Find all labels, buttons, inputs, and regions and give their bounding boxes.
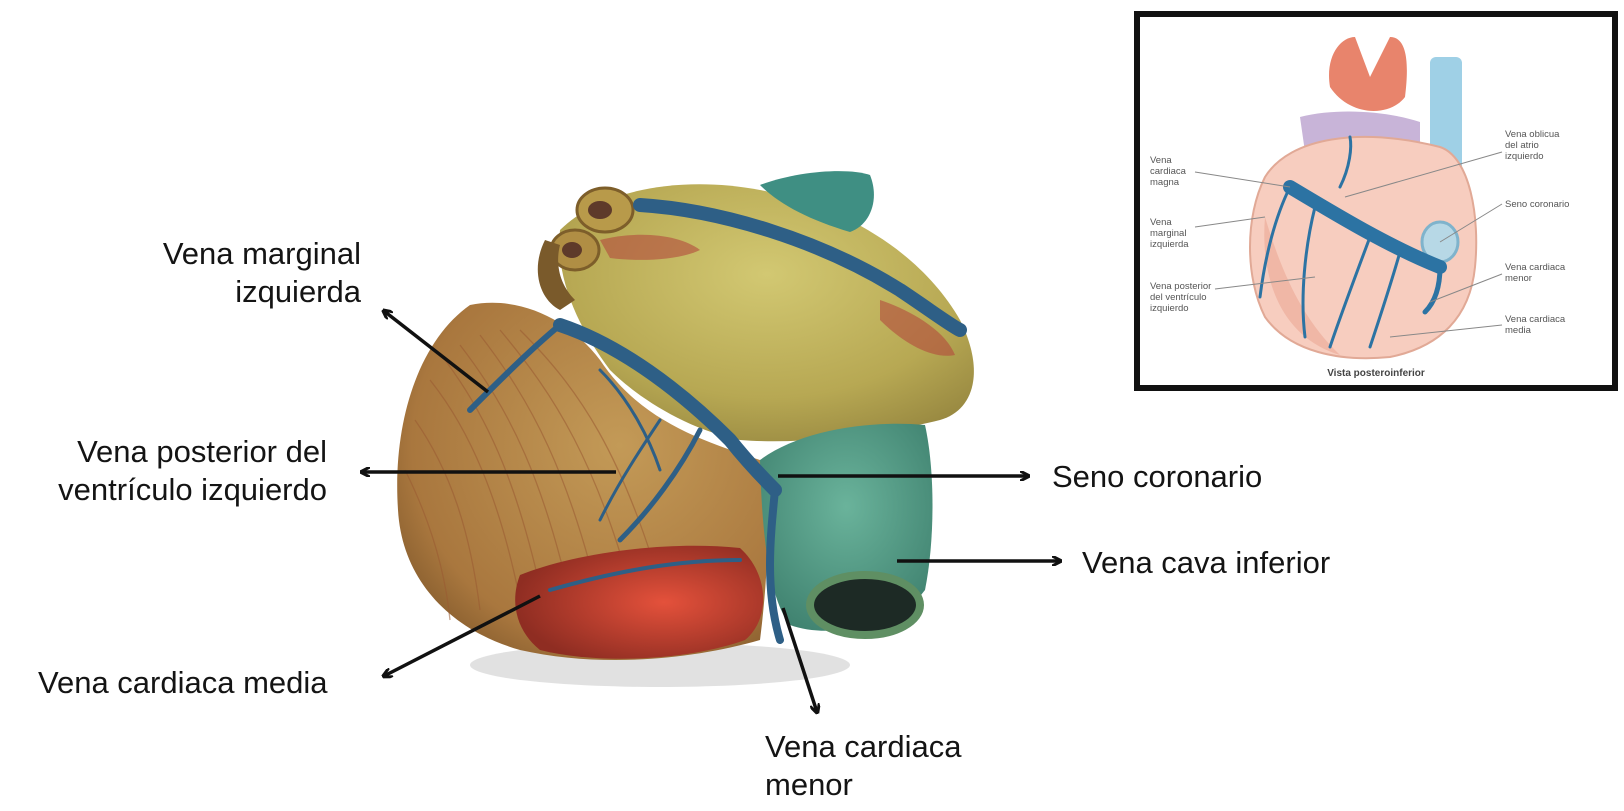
inset-label-line: marginal: [1150, 228, 1189, 239]
inset-label-line: del atrio: [1505, 140, 1559, 151]
inset-label-line: media: [1505, 325, 1565, 336]
inset-label-vena-marginal-izquierda: Vena marginal izquierda: [1150, 217, 1189, 250]
label-line: Vena posterior del: [58, 433, 327, 471]
inset-label-seno-coronario: Seno coronario: [1505, 199, 1569, 210]
label-vena-cardiaca-menor: Vena cardiaca menor: [765, 728, 961, 804]
label-line: Vena marginal: [163, 235, 361, 273]
inset-label-line: izquierdo: [1150, 303, 1211, 314]
label-line: Vena cava inferior: [1082, 544, 1330, 582]
inset-label-line: Seno coronario: [1505, 199, 1569, 210]
ivc-opening: [810, 575, 920, 635]
inset-label-line: Vena posterior: [1150, 281, 1211, 292]
inset-label-line: Vena: [1150, 217, 1189, 228]
inset-label-line: magna: [1150, 177, 1186, 188]
inset-label-vena-cardiaca-magna: Vena cardiaca magna: [1150, 155, 1186, 188]
label-vena-cava-inferior: Vena cava inferior: [1082, 544, 1330, 582]
inset-label-line: menor: [1505, 273, 1565, 284]
inset-label-line: Vena: [1150, 155, 1186, 166]
label-line: menor: [765, 766, 961, 804]
inset-label-line: Vena cardiaca: [1505, 262, 1565, 273]
inset-caption: Vista posteroinferior: [1140, 368, 1612, 379]
label-line: izquierda: [163, 273, 361, 311]
inset-label-line: izquierda: [1150, 239, 1189, 250]
inset-label-line: izquierdo: [1505, 151, 1559, 162]
label-line: Vena cardiaca media: [38, 664, 328, 702]
inset-label-vena-posterior: Vena posterior del ventrículo izquierdo: [1150, 281, 1211, 314]
inset-label-line: Vena cardiaca: [1505, 314, 1565, 325]
inset-label-line: del ventrículo: [1150, 292, 1211, 303]
label-vena-posterior-ventriculo: Vena posterior del ventrículo izquierdo: [58, 433, 327, 509]
label-seno-coronario: Seno coronario: [1052, 458, 1262, 496]
label-line: Vena cardiaca: [765, 728, 961, 766]
inset-label-vena-cardiaca-media: Vena cardiaca media: [1505, 314, 1565, 336]
label-vena-marginal-izquierda: Vena marginal izquierda: [163, 235, 361, 311]
inset-label-line: Vena oblicua: [1505, 129, 1559, 140]
label-vena-cardiaca-media: Vena cardiaca media: [38, 664, 328, 702]
inset-label-vena-oblicua: Vena oblicua del atrio izquierdo: [1505, 129, 1559, 162]
inset-label-line: cardiaca: [1150, 166, 1186, 177]
inset-reference-figure: Vena cardiaca magna Vena marginal izquie…: [1134, 11, 1618, 391]
label-line: Seno coronario: [1052, 458, 1262, 496]
label-line: ventrículo izquierdo: [58, 471, 327, 509]
inset-label-vena-cardiaca-menor: Vena cardiaca menor: [1505, 262, 1565, 284]
